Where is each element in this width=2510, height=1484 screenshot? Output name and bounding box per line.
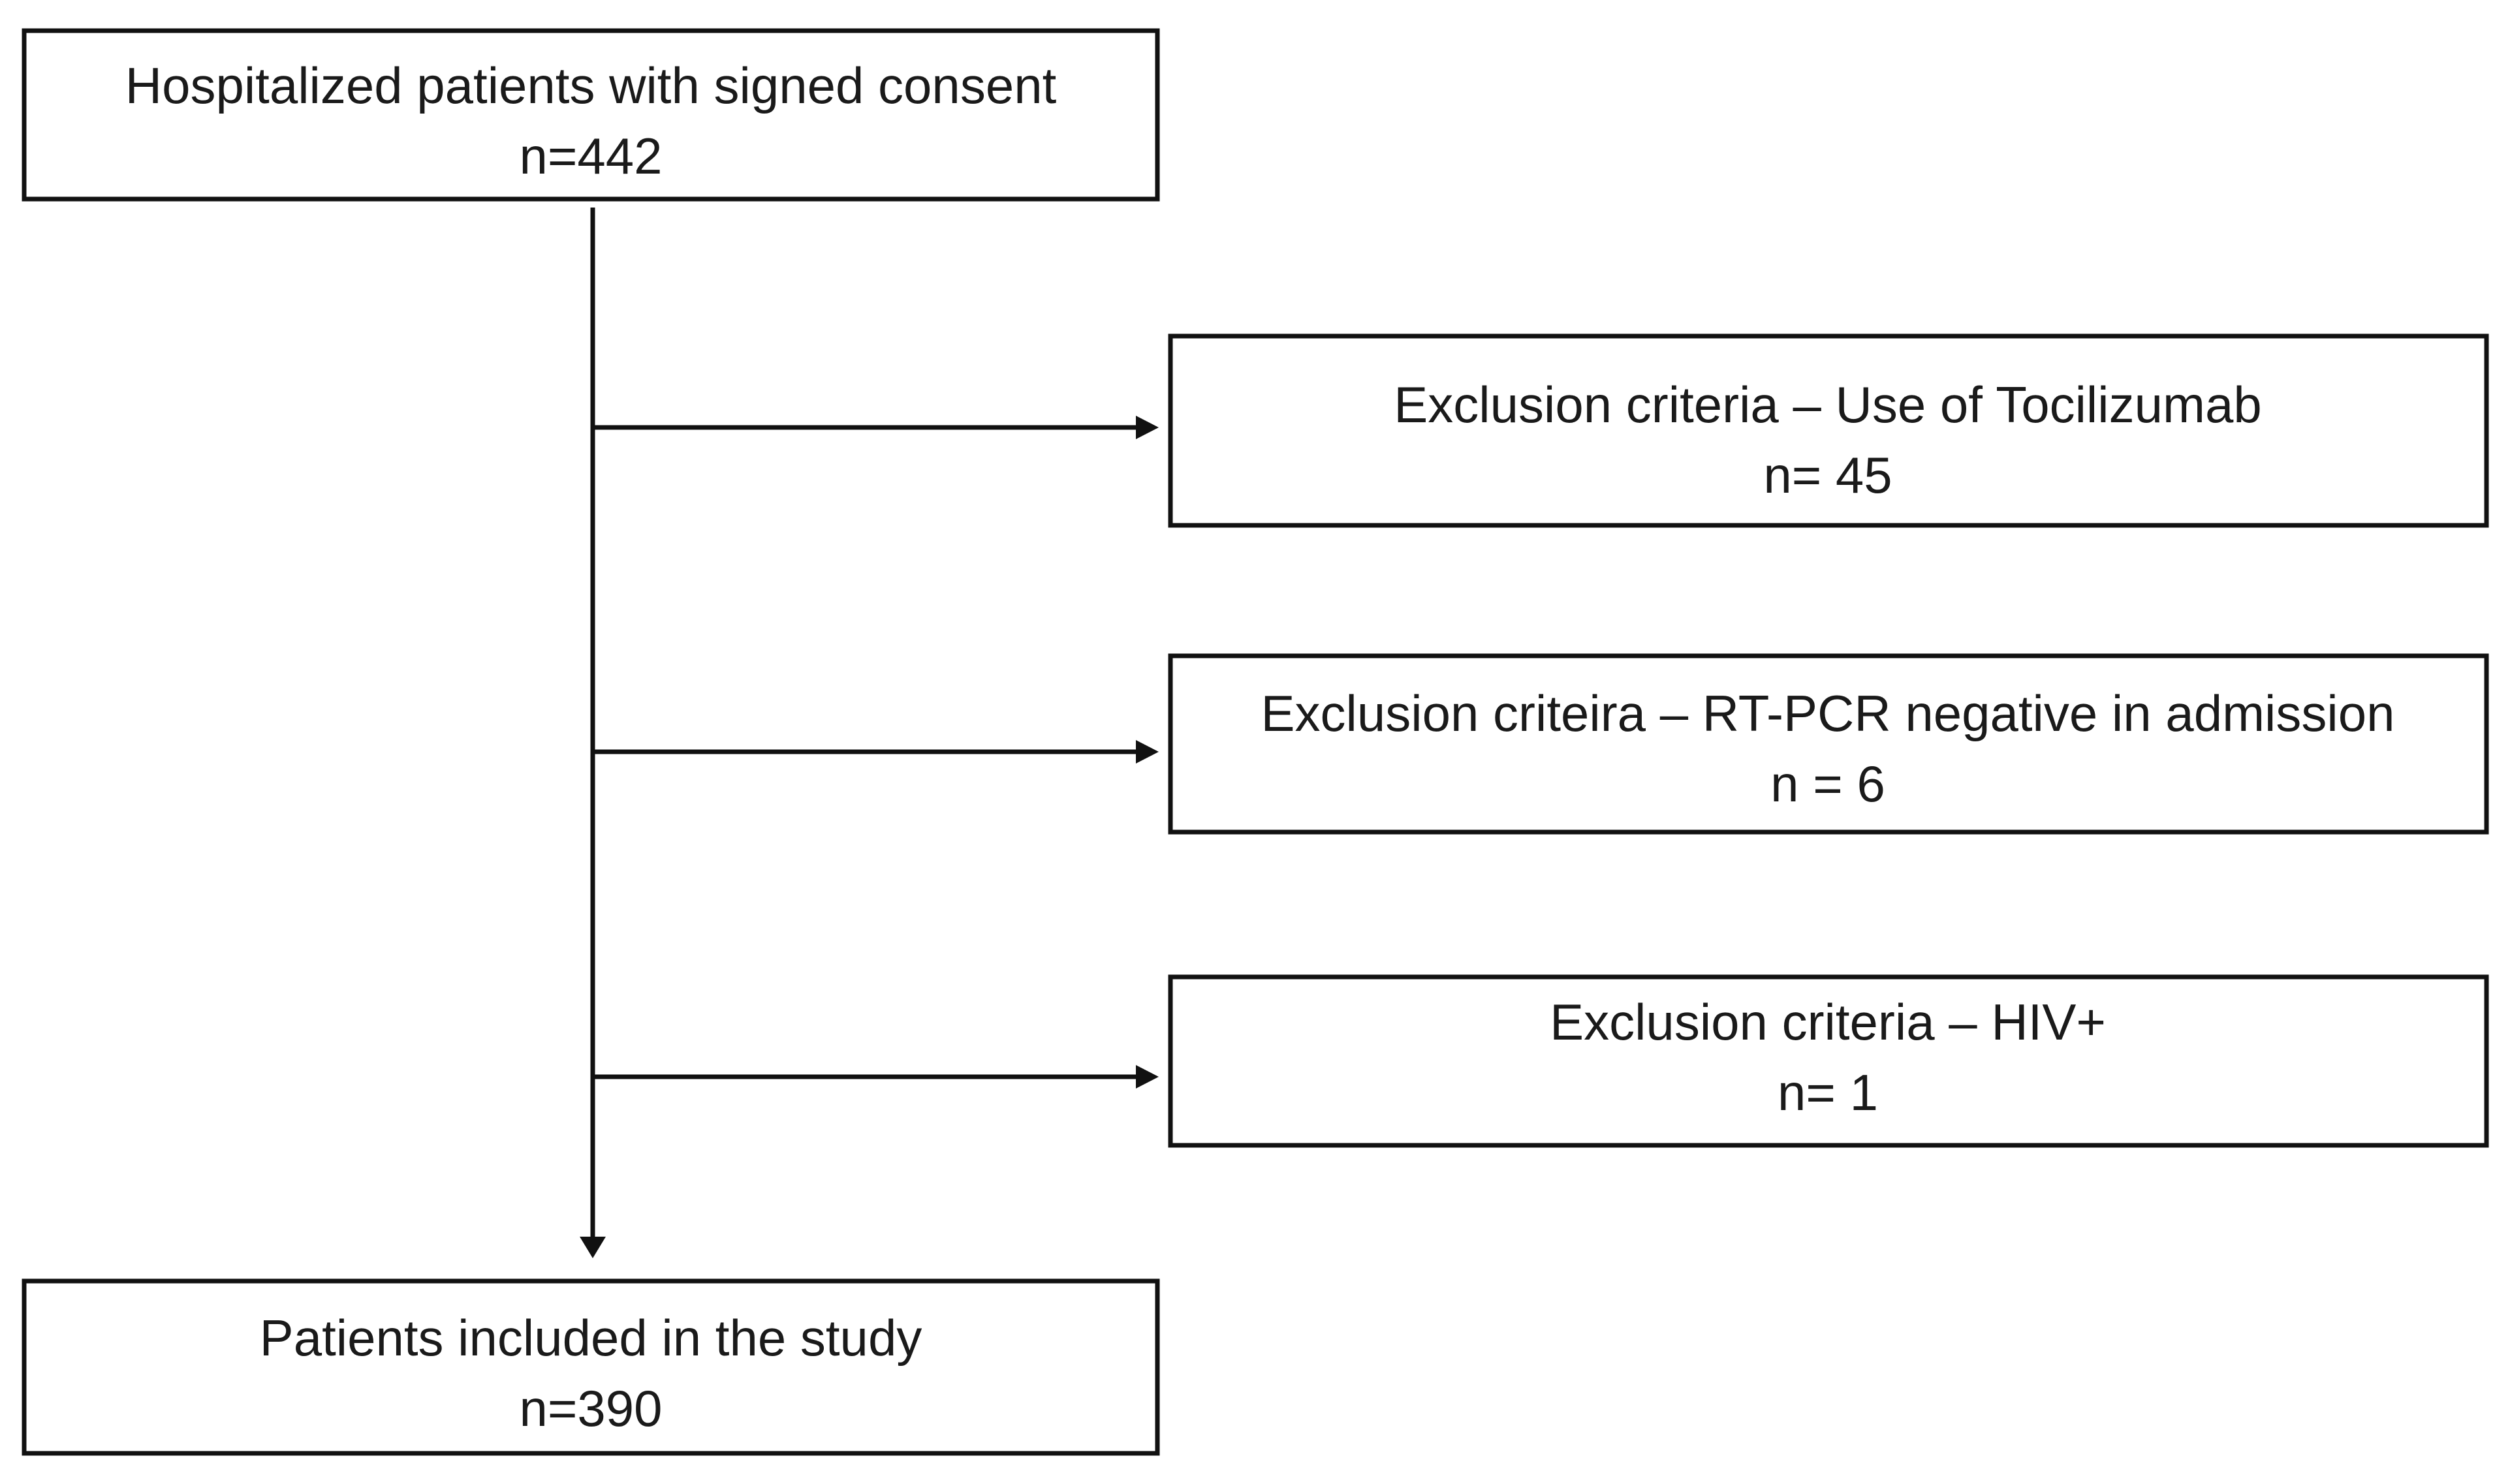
end-box-title: Patients included in the study <box>260 1309 922 1367</box>
exclusion-count-2: n = 6 <box>1770 755 1885 812</box>
branch-arrowhead-1 <box>1136 416 1159 439</box>
exclusion-box-hiv: Exclusion criteria – HIV+ n= 1 <box>1168 974 2489 1148</box>
exclusion-title-1: Exclusion criteria – Use of Tocilizumab <box>1394 376 2261 433</box>
main-flow-arrowhead <box>580 1237 606 1258</box>
exclusion-box-frame-1 <box>1168 333 2489 528</box>
start-box: Hospitalized patients with signed consen… <box>22 28 1160 202</box>
branch-arrowhead-3 <box>1136 1065 1159 1089</box>
start-box-title: Hospitalized patients with signed consen… <box>125 57 1057 114</box>
branch-arrowhead-2 <box>1136 740 1159 764</box>
exclusion-box-frame-3 <box>1168 974 2489 1148</box>
exclusion-title-3: Exclusion criteria – HIV+ <box>1550 993 2106 1051</box>
end-box-count: n=390 <box>519 1380 662 1437</box>
exclusion-count-3: n= 1 <box>1778 1064 1878 1121</box>
exclusion-box-frame-2 <box>1168 653 2489 835</box>
end-box: Patients included in the study n=390 <box>22 1278 1160 1456</box>
exclusion-title-2: Exclusion criteira – RT-PCR negative in … <box>1261 685 2395 742</box>
end-box-frame <box>22 1278 1160 1456</box>
exclusion-box-rt-pcr: Exclusion criteira – RT-PCR negative in … <box>1168 653 2489 835</box>
start-box-frame <box>22 28 1160 202</box>
exclusion-box-tocilizumab: Exclusion criteria – Use of Tocilizumab … <box>1168 333 2489 528</box>
start-box-count: n=442 <box>519 127 662 185</box>
exclusion-count-1: n= 45 <box>1763 446 1892 504</box>
